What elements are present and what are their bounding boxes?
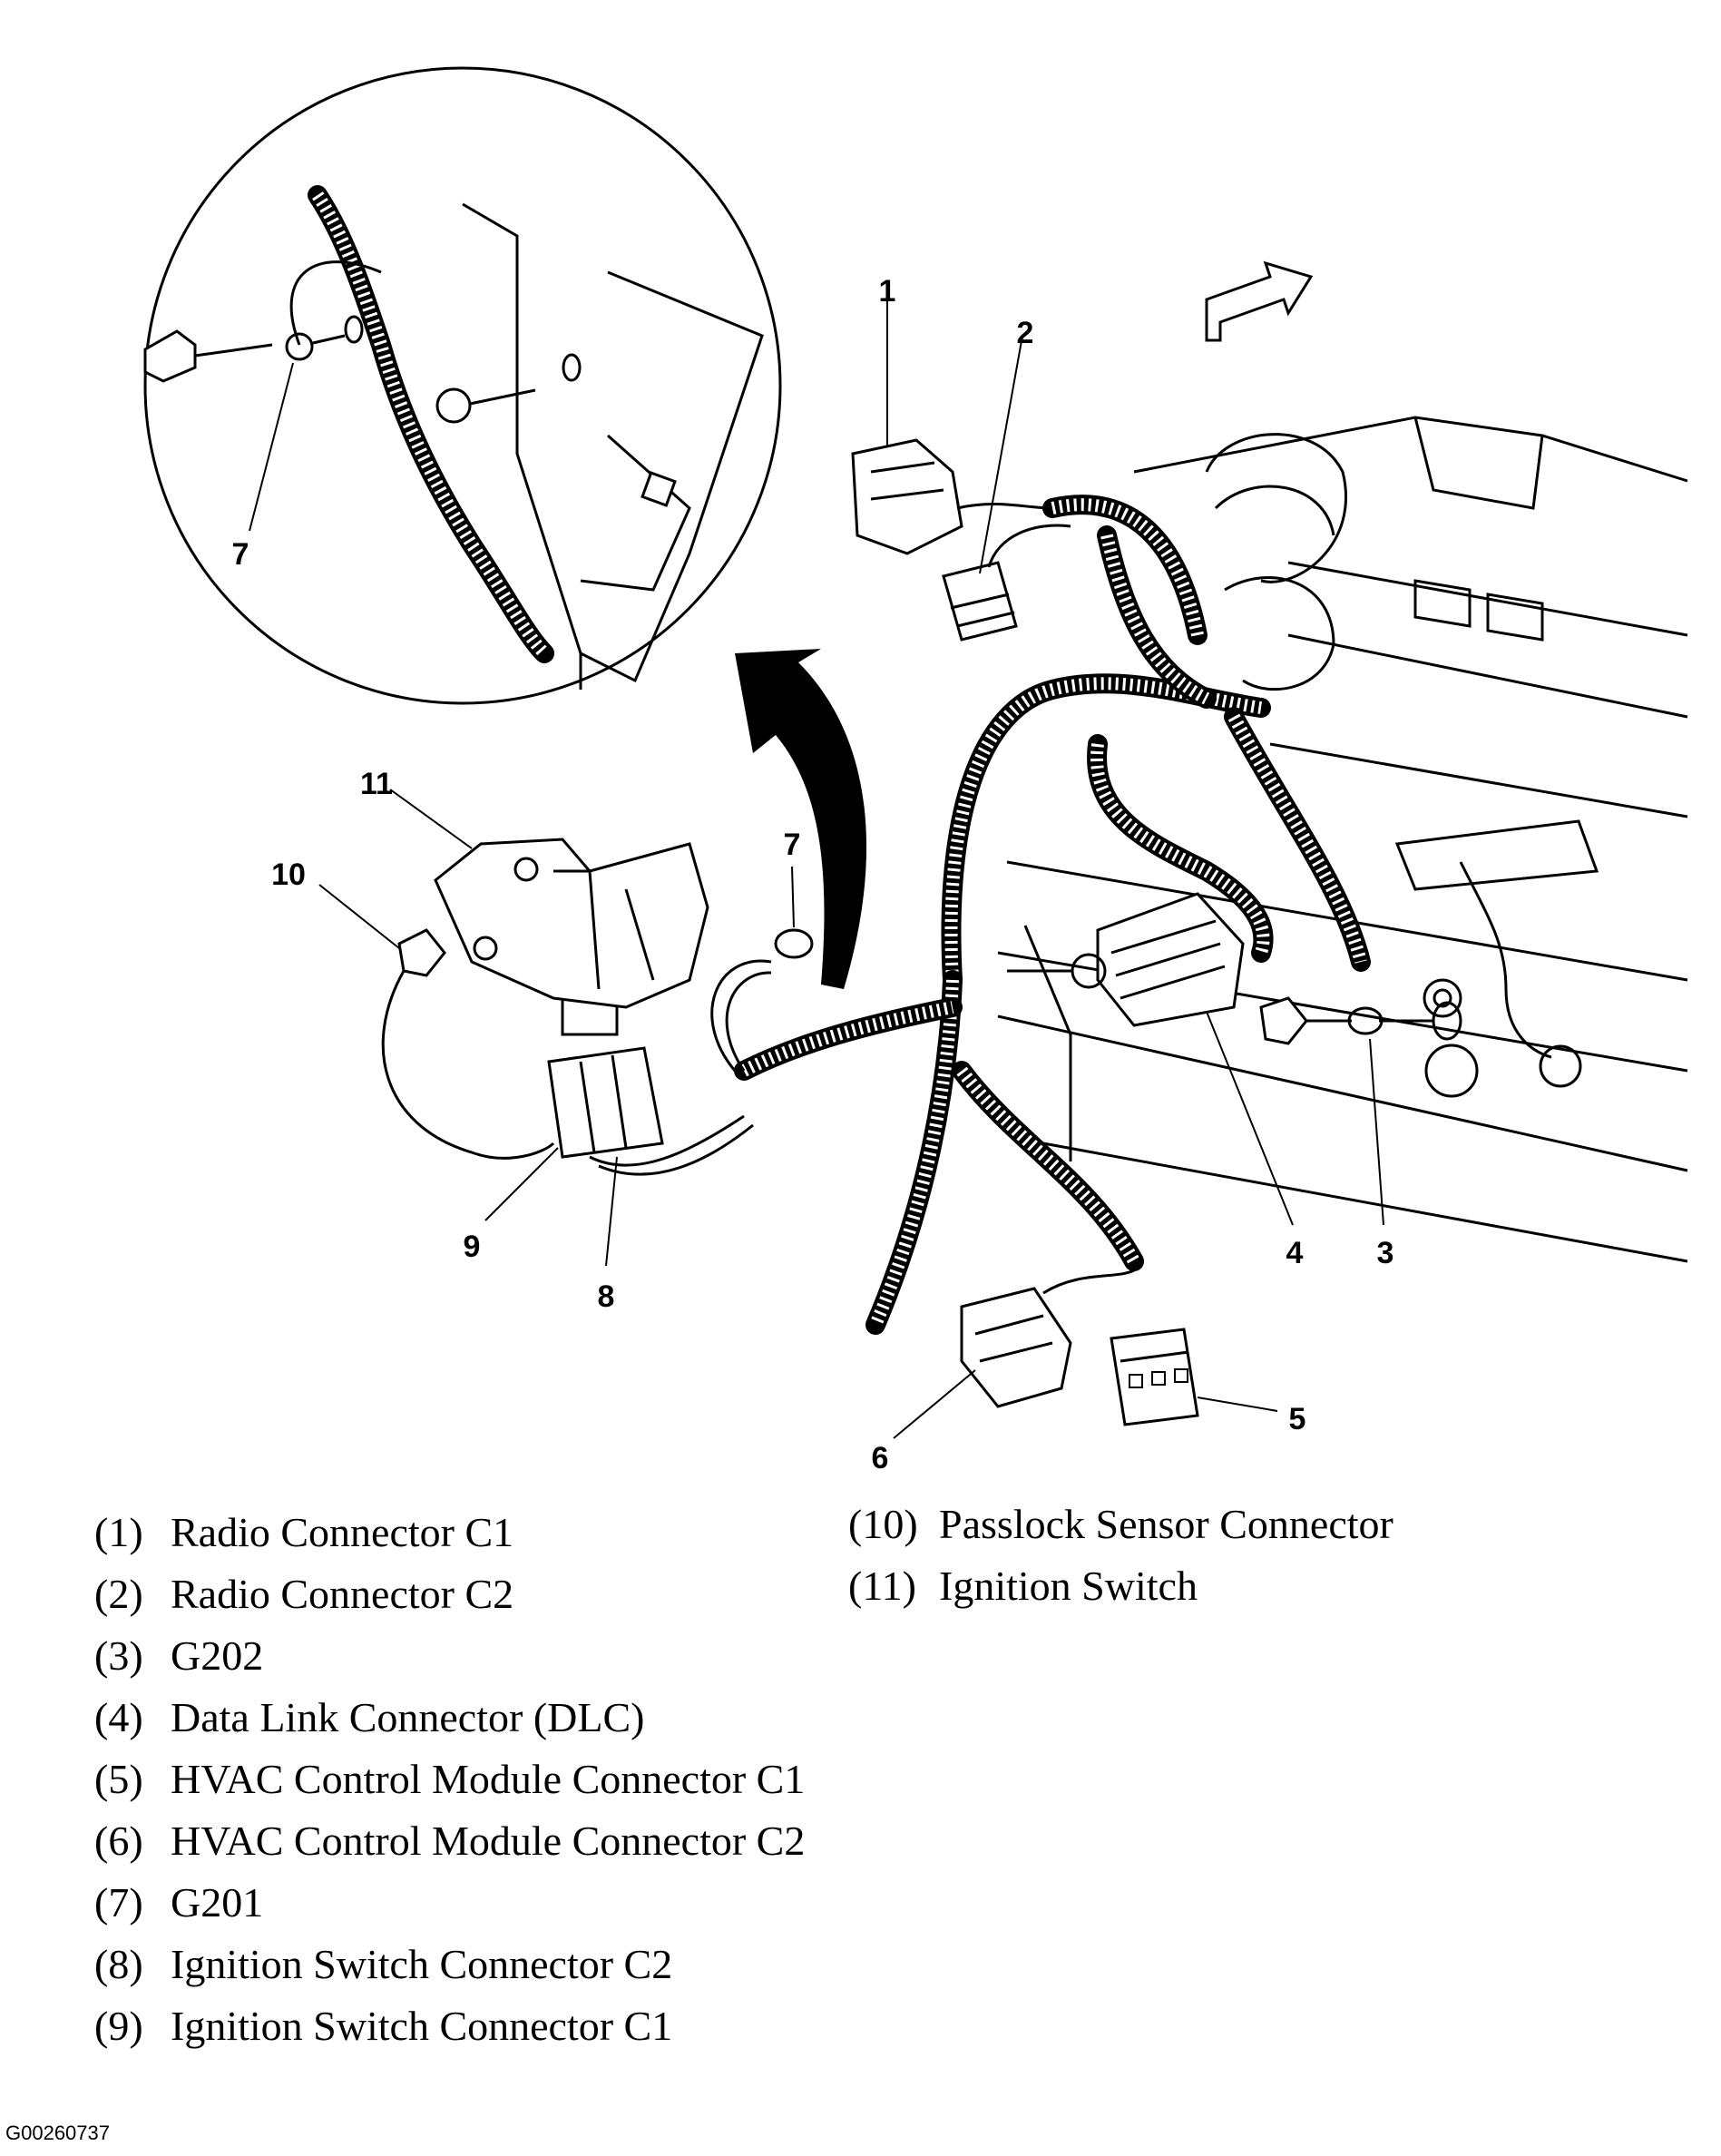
legend-item-5: (5)HVAC Control Module Connector C1: [94, 1756, 806, 1802]
legend-item-4: (4)Data Link Connector (DLC): [94, 1694, 645, 1740]
orientation-arrow: [1205, 260, 1314, 342]
legend-item-8: (8)Ignition Switch Connector C2: [94, 1941, 673, 1987]
legend-item-10: (10)Passlock Sensor Connector: [848, 1501, 1393, 1547]
ignition-switch: [434, 838, 709, 1036]
wiring-harness-diagram: 7: [143, 66, 1688, 1475]
legend-item-3: (3)G202: [94, 1632, 264, 1679]
callout-8: 8: [598, 1279, 615, 1314]
callout-9: 9: [464, 1230, 481, 1264]
wiring-harness: [710, 433, 1371, 1335]
callout-7-detail: 7: [232, 537, 249, 572]
callout-leaders: [318, 281, 1384, 1439]
legend-item-1: (1)Radio Connector C1: [94, 1509, 514, 1555]
legend-right: (10)Passlock Sensor Connector (11)Igniti…: [848, 1494, 1393, 1617]
ground-terminals: [774, 928, 1462, 1045]
legend-left: (1)Radio Connector C1 (2)Radio Connector…: [94, 1502, 805, 2057]
detail-view-circle: [143, 66, 782, 705]
ignition-switch-connectors: [547, 1046, 754, 1176]
callout-7: 7: [784, 828, 801, 862]
radio-connector-c2: [942, 524, 1071, 642]
legend-item-2: (2)Radio Connector C2: [94, 1571, 514, 1617]
callout-2: 2: [1017, 316, 1034, 350]
hvac-connector-c1: [1110, 1328, 1199, 1426]
hvac-connector-c2: [960, 1269, 1135, 1408]
legend-item-11: (11)Ignition Switch: [848, 1563, 1198, 1609]
callout-1: 1: [879, 274, 896, 309]
legend-item-9: (9)Ignition Switch Connector C1: [94, 2003, 673, 2049]
callout-4: 4: [1286, 1236, 1304, 1270]
callout-10: 10: [271, 858, 306, 892]
radio-connector-c1: [851, 438, 1053, 555]
curved-arrow: [735, 649, 867, 989]
callout-3: 3: [1377, 1236, 1394, 1270]
figure-id: G00260737: [5, 2122, 110, 2144]
callout-5: 5: [1289, 1402, 1306, 1436]
data-link-connector: [1007, 892, 1245, 1027]
callout-11: 11: [360, 767, 393, 801]
passlock-sensor-connector: [381, 928, 555, 1160]
legend-item-7: (7)G201: [94, 1879, 264, 1926]
callout-6: 6: [872, 1441, 889, 1475]
legend-item-6: (6)HVAC Control Module Connector C2: [94, 1818, 806, 1864]
instrument-panel-structure: [997, 416, 1688, 1263]
